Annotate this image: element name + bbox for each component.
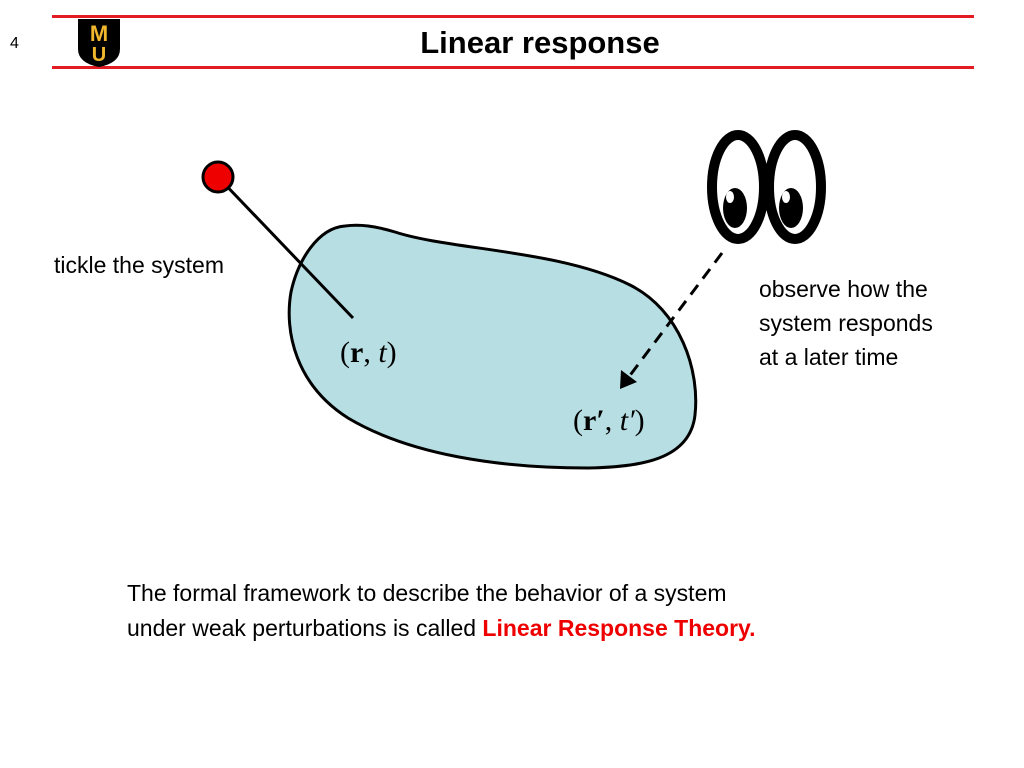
tickle-probe-dot — [201, 160, 235, 194]
logo-letter-m: M — [90, 21, 108, 46]
observe-label-line: at a later time — [759, 344, 899, 370]
header-bottom-rule — [52, 66, 974, 69]
page-title: Linear response — [420, 25, 660, 60]
math-point-r-t: (r, t) — [340, 336, 397, 369]
math-point-r-prime-t-prime: (r′, t′) — [573, 404, 645, 437]
tickle-probe-stick — [216, 175, 355, 320]
logo-letter-u: U — [92, 44, 106, 66]
tickle-label: tickle the system — [54, 252, 224, 278]
footer-line-1: The formal framework to describe the beh… — [127, 580, 727, 606]
observe-label-line: observe how the — [759, 276, 928, 302]
right-eye-glint — [782, 191, 790, 203]
left-eye-glint — [726, 191, 734, 203]
footer-line-2: under weak perturbations is called — [127, 615, 483, 641]
logo-shield — [78, 19, 120, 67]
header-top-rule — [52, 15, 974, 18]
system-blob — [287, 223, 698, 470]
observe-label-line: system responds — [759, 310, 933, 336]
footer-text: The formal framework to describe the beh… — [127, 576, 756, 646]
slide-number: 4 — [10, 35, 19, 52]
university-logo: M U — [78, 19, 120, 67]
eyes-icon — [707, 130, 826, 244]
observation-arrow — [626, 252, 724, 379]
observe-label: observe how the system responds at a lat… — [759, 272, 933, 374]
observation-arrow-head — [620, 370, 637, 389]
linear-response-theory-highlight: Linear Response Theory. — [482, 615, 756, 641]
